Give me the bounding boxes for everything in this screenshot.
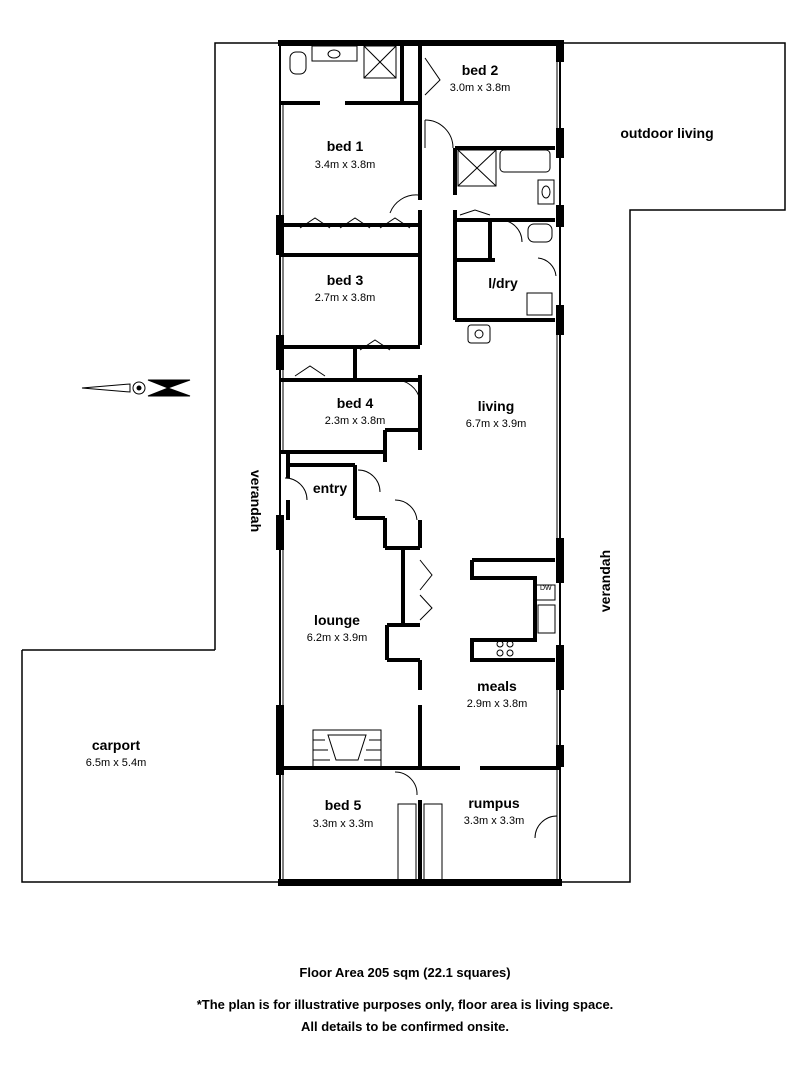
room-name-laundry: l/dry: [488, 275, 518, 291]
room-dims-bed4: 2.3m x 3.8m: [324, 415, 386, 427]
floor-area-text: Floor Area 205 sqm (22.1 squares): [299, 965, 511, 980]
disclaimer-text: *The plan is for illustrative purposes o…: [196, 997, 614, 1012]
room-dims-rumpus: 3.3m x 3.3m: [463, 815, 525, 827]
room-name-living: living: [477, 398, 515, 414]
room-name-bed4: bed 4: [336, 395, 374, 411]
room-name-meals: meals: [477, 678, 517, 694]
windows: [282, 62, 558, 879]
room-dims-bed1: 3.4m x 3.8m: [314, 159, 376, 171]
dishwasher-label: DW: [540, 585, 552, 592]
room-dims-bed2: 3.0m x 3.8m: [449, 82, 511, 94]
room-name-rumpus: rumpus: [468, 795, 520, 811]
room-dims-lounge: 6.2m x 3.9m: [306, 632, 368, 644]
fireplace: [312, 729, 382, 769]
room-dims-meals: 2.9m x 3.8m: [466, 698, 528, 710]
room-name-bed5: bed 5: [324, 797, 362, 813]
compass-icon: [81, 379, 191, 397]
confirm-onsite-text: All details to be confirmed onsite.: [300, 1019, 510, 1034]
room-name-outdoor-living: outdoor living: [620, 125, 714, 141]
room-name-lounge: lounge: [314, 612, 360, 628]
room-dims-bed3: 2.7m x 3.8m: [314, 292, 376, 304]
fixtures: [289, 45, 556, 657]
room-name-bed2: bed 2: [461, 62, 499, 78]
room-name-bed3: bed 3: [326, 272, 364, 288]
room-dims-living: 6.7m x 3.9m: [465, 418, 527, 430]
doors: [284, 57, 558, 883]
room-name-carport: carport: [91, 737, 141, 753]
room-name-entry: entry: [312, 480, 348, 496]
room-name-bed1: bed 1: [326, 138, 364, 154]
room-dims-bed5: 3.3m x 3.3m: [312, 818, 374, 830]
verandah-west-label: verandah: [248, 469, 265, 533]
room-dims-carport: 6.5m x 5.4m: [85, 757, 147, 769]
verandah-east-label: verandah: [597, 549, 614, 613]
